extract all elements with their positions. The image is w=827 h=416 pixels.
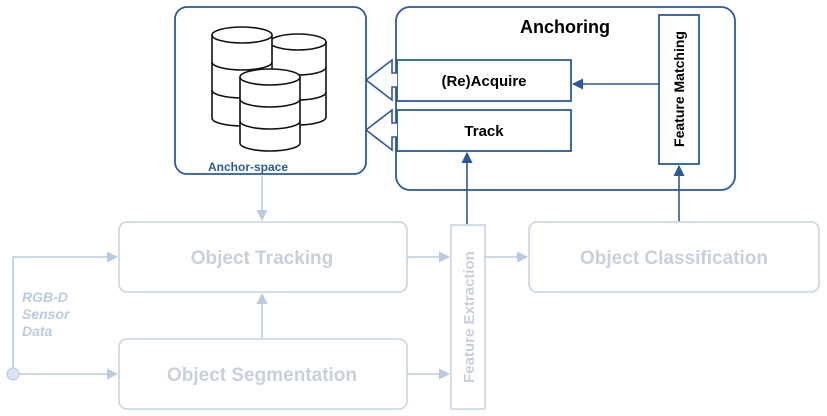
pipeline: Object Tracking Object Segmentation Feat… (118, 221, 820, 410)
sensor-source-dot (6, 367, 20, 381)
object-classification-label: Object Classification (580, 248, 768, 269)
object-tracking-label: Object Tracking (191, 248, 334, 269)
object-classification-box (528, 221, 820, 293)
sensor-to-tracking-arrow (12, 251, 119, 374)
reacquire-label: (Re)Acquire (441, 73, 526, 90)
feature-matching-box (658, 14, 700, 165)
sensor-label-line2: Sensor (22, 306, 71, 322)
reacquire-box (396, 59, 572, 102)
object-segmentation-label: Object Segmentation (167, 365, 357, 386)
feature-extraction-box (450, 224, 486, 410)
feature-matching-label: Feature Matching (671, 31, 687, 147)
reacquire-to-anchor-space-arrow (364, 58, 397, 102)
anchoring-title: Anchoring (520, 17, 610, 37)
track-to-anchor-space-arrow (364, 108, 397, 152)
anchor-space-label: Anchor-space (208, 160, 288, 174)
database-icon (211, 26, 327, 152)
sensor-label-line1: RGB-D (22, 289, 68, 305)
feature-extraction-label: Feature Extraction (461, 251, 478, 383)
track-label: Track (464, 123, 504, 140)
anchor-space-panel: Anchor-space (174, 6, 367, 175)
sensor-label: RGB-D Sensor Data (22, 289, 71, 339)
anchoring-panel: Anchoring (Re)Acquire Track Feature Matc… (395, 6, 736, 191)
sensor-label-line3: Data (22, 323, 53, 339)
